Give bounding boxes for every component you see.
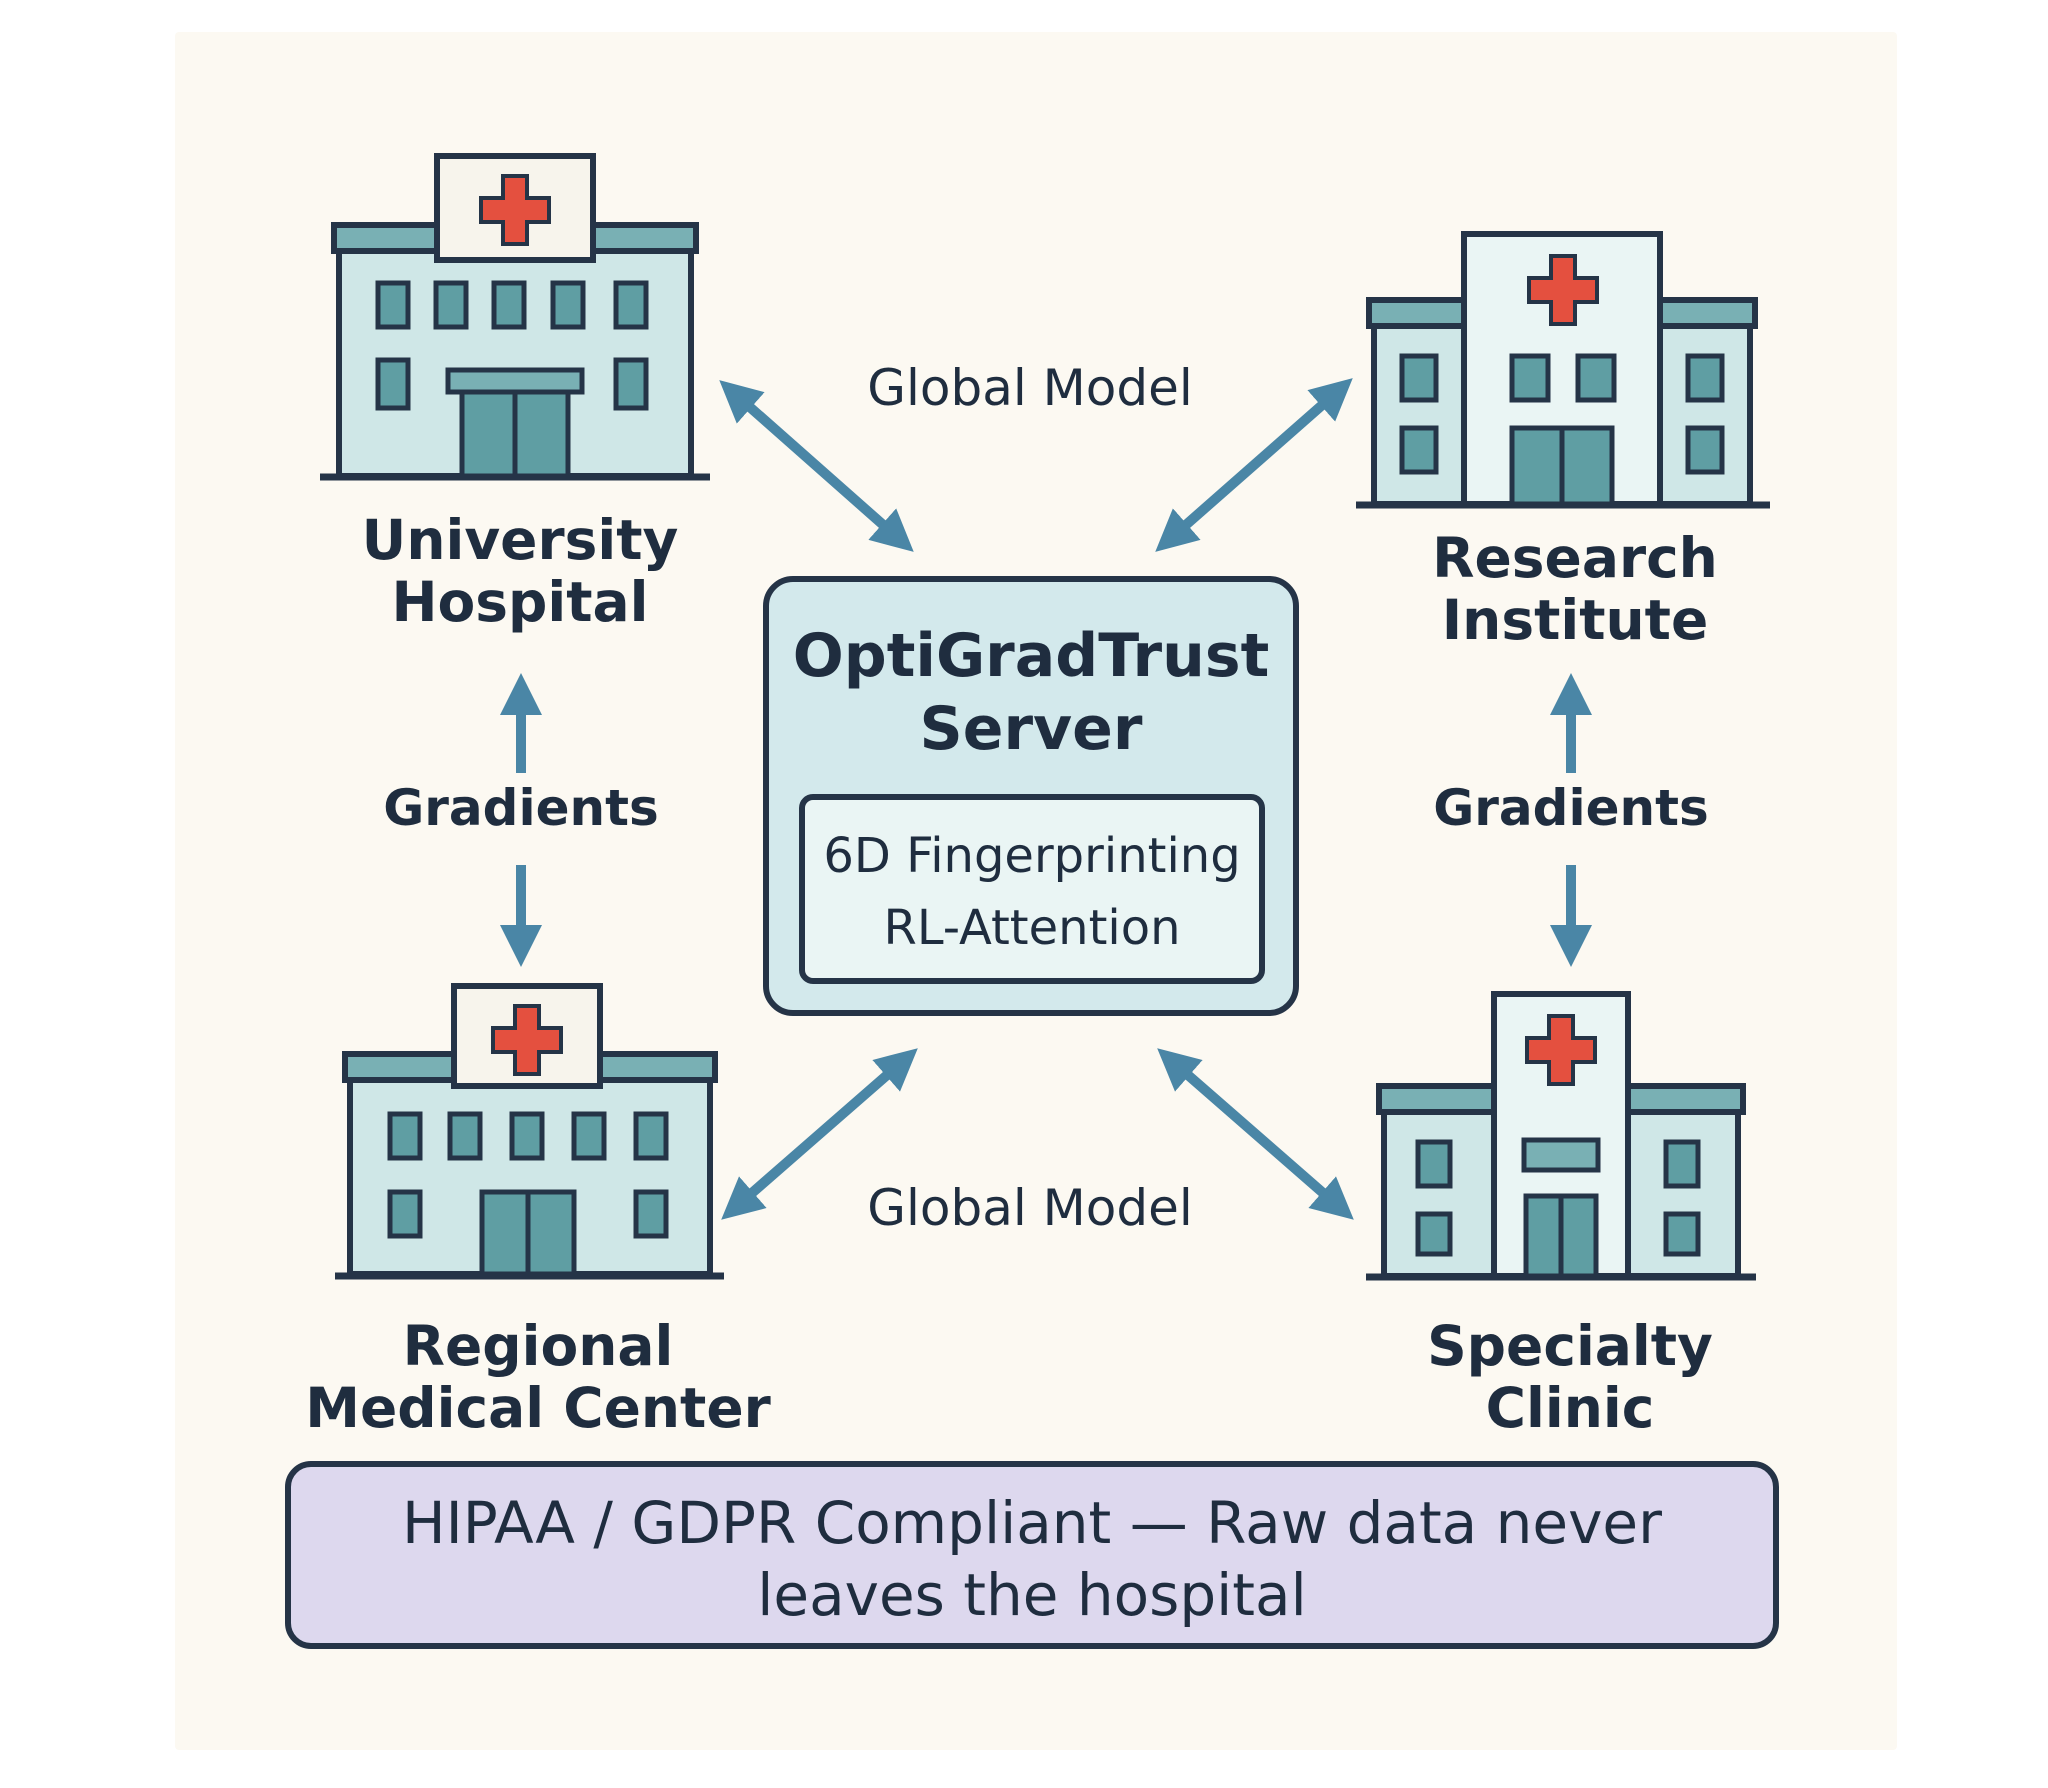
hospital-building-icon: [1356, 231, 1770, 509]
node-label-regional-medical-center: Regional Medical Center: [258, 1314, 818, 1440]
compliance-banner: HIPAA / GDPR Compliant — Raw data never …: [285, 1461, 1779, 1649]
optigradtrust-server: OptiGradTrust Server 6D Fingerprinting R…: [763, 576, 1299, 1016]
hospital-building-icon: [1366, 991, 1756, 1281]
medical-cross-icon: [479, 174, 551, 246]
medical-cross-icon: [1527, 254, 1599, 326]
node-label-line: Regional: [402, 1314, 674, 1378]
module-rl-attention: RL-Attention: [883, 900, 1181, 956]
compliance-line: HIPAA / GDPR Compliant — Raw data never: [402, 1489, 1662, 1557]
server-title-line: Server: [919, 694, 1143, 765]
node-label-line: Medical Center: [305, 1375, 771, 1440]
medical-cross-icon: [491, 1004, 563, 1076]
node-label-university-hospital: University Hospital: [240, 508, 800, 634]
double-arrow-icon: [719, 380, 914, 552]
double-arrow-icon: [1157, 1048, 1354, 1220]
medical-cross-icon: [1525, 1014, 1597, 1086]
node-label-line: University: [361, 508, 679, 572]
node-label-line: Research: [1432, 526, 1718, 590]
flow-label-global-model-top: Global Model: [867, 359, 1193, 417]
flow-label-gradients-left: Gradients: [383, 779, 659, 837]
node-label-specialty-clinic: Specialty Clinic: [1290, 1314, 1850, 1440]
node-label-line: Specialty: [1427, 1314, 1713, 1378]
node-label-line: Institute: [1441, 587, 1709, 652]
flow-label-gradients-right: Gradients: [1433, 779, 1709, 837]
node-label-research-institute: Research Institute: [1295, 526, 1855, 652]
double-arrow-icon: [721, 1048, 918, 1220]
hospital-building-icon: [335, 983, 724, 1280]
server-title-line: OptiGradTrust: [792, 621, 1270, 691]
node-label-line: Clinic: [1485, 1375, 1655, 1440]
node-label-line: Hospital: [391, 569, 649, 634]
server-module-box: 6D Fingerprinting RL-Attention: [799, 794, 1265, 984]
server-title: OptiGradTrust Server: [769, 620, 1293, 766]
double-arrow-icon: [1155, 378, 1353, 552]
module-fingerprinting: 6D Fingerprinting: [823, 828, 1241, 884]
compliance-line: leaves the hospital: [757, 1561, 1307, 1629]
hospital-building-icon: [320, 153, 710, 481]
flow-label-global-model-bottom: Global Model: [867, 1179, 1193, 1237]
